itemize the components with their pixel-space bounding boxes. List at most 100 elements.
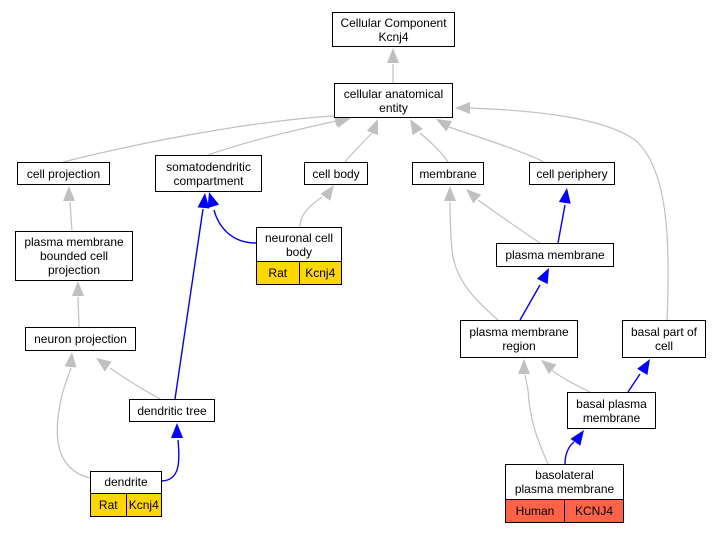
- node-label-line1: neuronal cell: [264, 231, 334, 245]
- gene-tag-kcnj4[interactable]: Kcnj4: [298, 262, 341, 284]
- arrowhead: [96, 358, 112, 372]
- node-label-line1: cell periphery: [536, 166, 608, 181]
- edge-pmregion-to-membrane: [444, 186, 499, 321]
- edge-line: [62, 114, 353, 163]
- node-label-line2: entity: [379, 100, 408, 115]
- arrowhead: [334, 116, 351, 128]
- node-basal-plasma-membrane[interactable]: basal plasma membrane: [567, 392, 656, 429]
- edge-cellbody-to-cae: [344, 119, 378, 163]
- node-label-line2: compartment: [173, 173, 244, 188]
- edge-periphery-to-cae: [436, 119, 545, 163]
- arrowhead: [436, 119, 453, 132]
- edge-line: [213, 209, 257, 244]
- node-label-line2: membrane: [582, 410, 641, 425]
- node-label-line1: dendrite: [104, 475, 148, 489]
- edge-basalpart-to-cae: [455, 102, 669, 321]
- edge-pmregion-to-plasmamembrane: [519, 268, 549, 321]
- node-plasma-membrane[interactable]: plasma membrane: [496, 243, 614, 267]
- edge-dendritictree-to-somato: [174, 193, 210, 400]
- edge-basolateral-to-pmregion: [518, 359, 549, 465]
- species-tag-human[interactable]: Human: [506, 500, 564, 522]
- node-label-line1: somatodendritic: [166, 159, 251, 174]
- arrowhead: [387, 48, 399, 63]
- node-dendritic-tree[interactable]: dendritic tree: [129, 399, 215, 422]
- node-cellular-component-kcnj4[interactable]: Cellular Component Kcnj4: [332, 12, 455, 47]
- node-cell-projection[interactable]: cell projection: [17, 162, 110, 185]
- node-plasma-membrane-region[interactable]: plasma membrane region: [460, 320, 578, 358]
- node-label-line1: dendritic tree: [137, 403, 207, 418]
- node-cell-periphery[interactable]: cell periphery: [529, 162, 615, 185]
- node-cell-body[interactable]: cell body: [304, 162, 368, 185]
- node-label-line1: plasma membrane: [505, 248, 605, 262]
- gene-tag-kcnj4[interactable]: Kcnj4: [125, 494, 161, 516]
- node-label-line1: cellular anatomical: [343, 86, 444, 101]
- edge-pmbounded-to-cellprojection: [63, 186, 75, 232]
- edge-line: [564, 441, 575, 465]
- edge-somato-to-cae: [207, 116, 351, 156]
- node-label-line2: region: [502, 339, 536, 353]
- node-neuronal-cell-body[interactable]: neuronal cell body Rat Kcnj4: [256, 227, 342, 285]
- arrowhead: [541, 360, 557, 375]
- arrowhead: [558, 188, 571, 204]
- arrowhead: [466, 189, 482, 204]
- edge-line: [174, 208, 204, 400]
- arrowhead: [637, 359, 650, 375]
- edge-line: [449, 201, 499, 321]
- arrowhead: [171, 423, 183, 438]
- node-label-line1: Cellular Component: [340, 15, 447, 30]
- edge-line: [207, 120, 337, 156]
- edge-dendrite-to-dendritictree: [161, 423, 183, 482]
- edge-line: [477, 199, 541, 244]
- edge-line: [419, 132, 449, 163]
- edge-line: [161, 439, 180, 482]
- node-label-line1: cell projection: [26, 166, 101, 181]
- arrowhead: [410, 119, 423, 135]
- node-neuron-projection[interactable]: neuron projection: [25, 327, 136, 351]
- node-label-line1: basal plasma: [576, 396, 647, 411]
- edge-line: [627, 373, 641, 393]
- edge-dendrite-to-neuronprojection: [56, 352, 91, 479]
- arrowhead: [570, 430, 584, 446]
- node-label-line1: cell body: [312, 166, 360, 181]
- annotation-row: Rat Kcnj4: [90, 493, 162, 517]
- node-label-line1: membrane: [419, 166, 477, 181]
- arrowhead: [63, 186, 75, 201]
- node-membrane[interactable]: membrane: [412, 162, 484, 185]
- edge-basolateral-to-basalpm: [564, 430, 584, 465]
- node-label-line2: plasma membrane: [514, 482, 615, 496]
- edge-line: [557, 204, 566, 244]
- node-basal-part-of-cell[interactable]: basal part of cell: [622, 320, 706, 358]
- arrowhead: [518, 359, 530, 374]
- edge-line: [344, 132, 373, 163]
- node-somatodendritic-compartment[interactable]: somatodendritic compartment: [155, 155, 262, 192]
- species-tag-rat[interactable]: Rat: [257, 262, 299, 284]
- node-label-line1: neuron projection: [34, 332, 127, 346]
- edge-line: [69, 201, 73, 232]
- node-plasma-membrane-bounded-cell-projection[interactable]: plasma membrane bounded cell projection: [15, 231, 133, 281]
- node-label-line2: body: [285, 245, 313, 259]
- edge-neuronalcellbody-to-somato: [207, 192, 257, 244]
- node-label-line2: cell: [654, 339, 673, 353]
- species-tag-rat[interactable]: Rat: [91, 494, 126, 516]
- edge-line: [524, 374, 549, 465]
- edge-line: [469, 107, 669, 321]
- arrowhead: [64, 352, 77, 368]
- node-cellular-anatomical-entity[interactable]: cellular anatomical entity: [334, 83, 453, 118]
- arrowhead: [366, 119, 378, 136]
- node-dendrite[interactable]: dendrite Rat Kcnj4: [90, 471, 162, 517]
- edge-plasmamembrane-to-membrane: [466, 189, 541, 244]
- edge-line: [519, 284, 541, 321]
- arrowhead: [197, 193, 210, 209]
- annotation-row: Rat Kcnj4: [256, 261, 342, 285]
- arrowhead: [455, 102, 470, 114]
- gene-tag-kcnj4[interactable]: KCNJ4: [564, 500, 623, 522]
- edge-line: [56, 367, 91, 479]
- node-basolateral-plasma-membrane[interactable]: basolateral plasma membrane Human KCNJ4: [505, 464, 624, 523]
- edge-basalpm-to-pmregion: [541, 360, 591, 393]
- annotation-row: Human KCNJ4: [505, 499, 624, 523]
- edge-line: [77, 296, 80, 328]
- node-label-line2: bounded cell: [39, 249, 109, 263]
- edge-basalpm-to-basalpart: [627, 359, 650, 393]
